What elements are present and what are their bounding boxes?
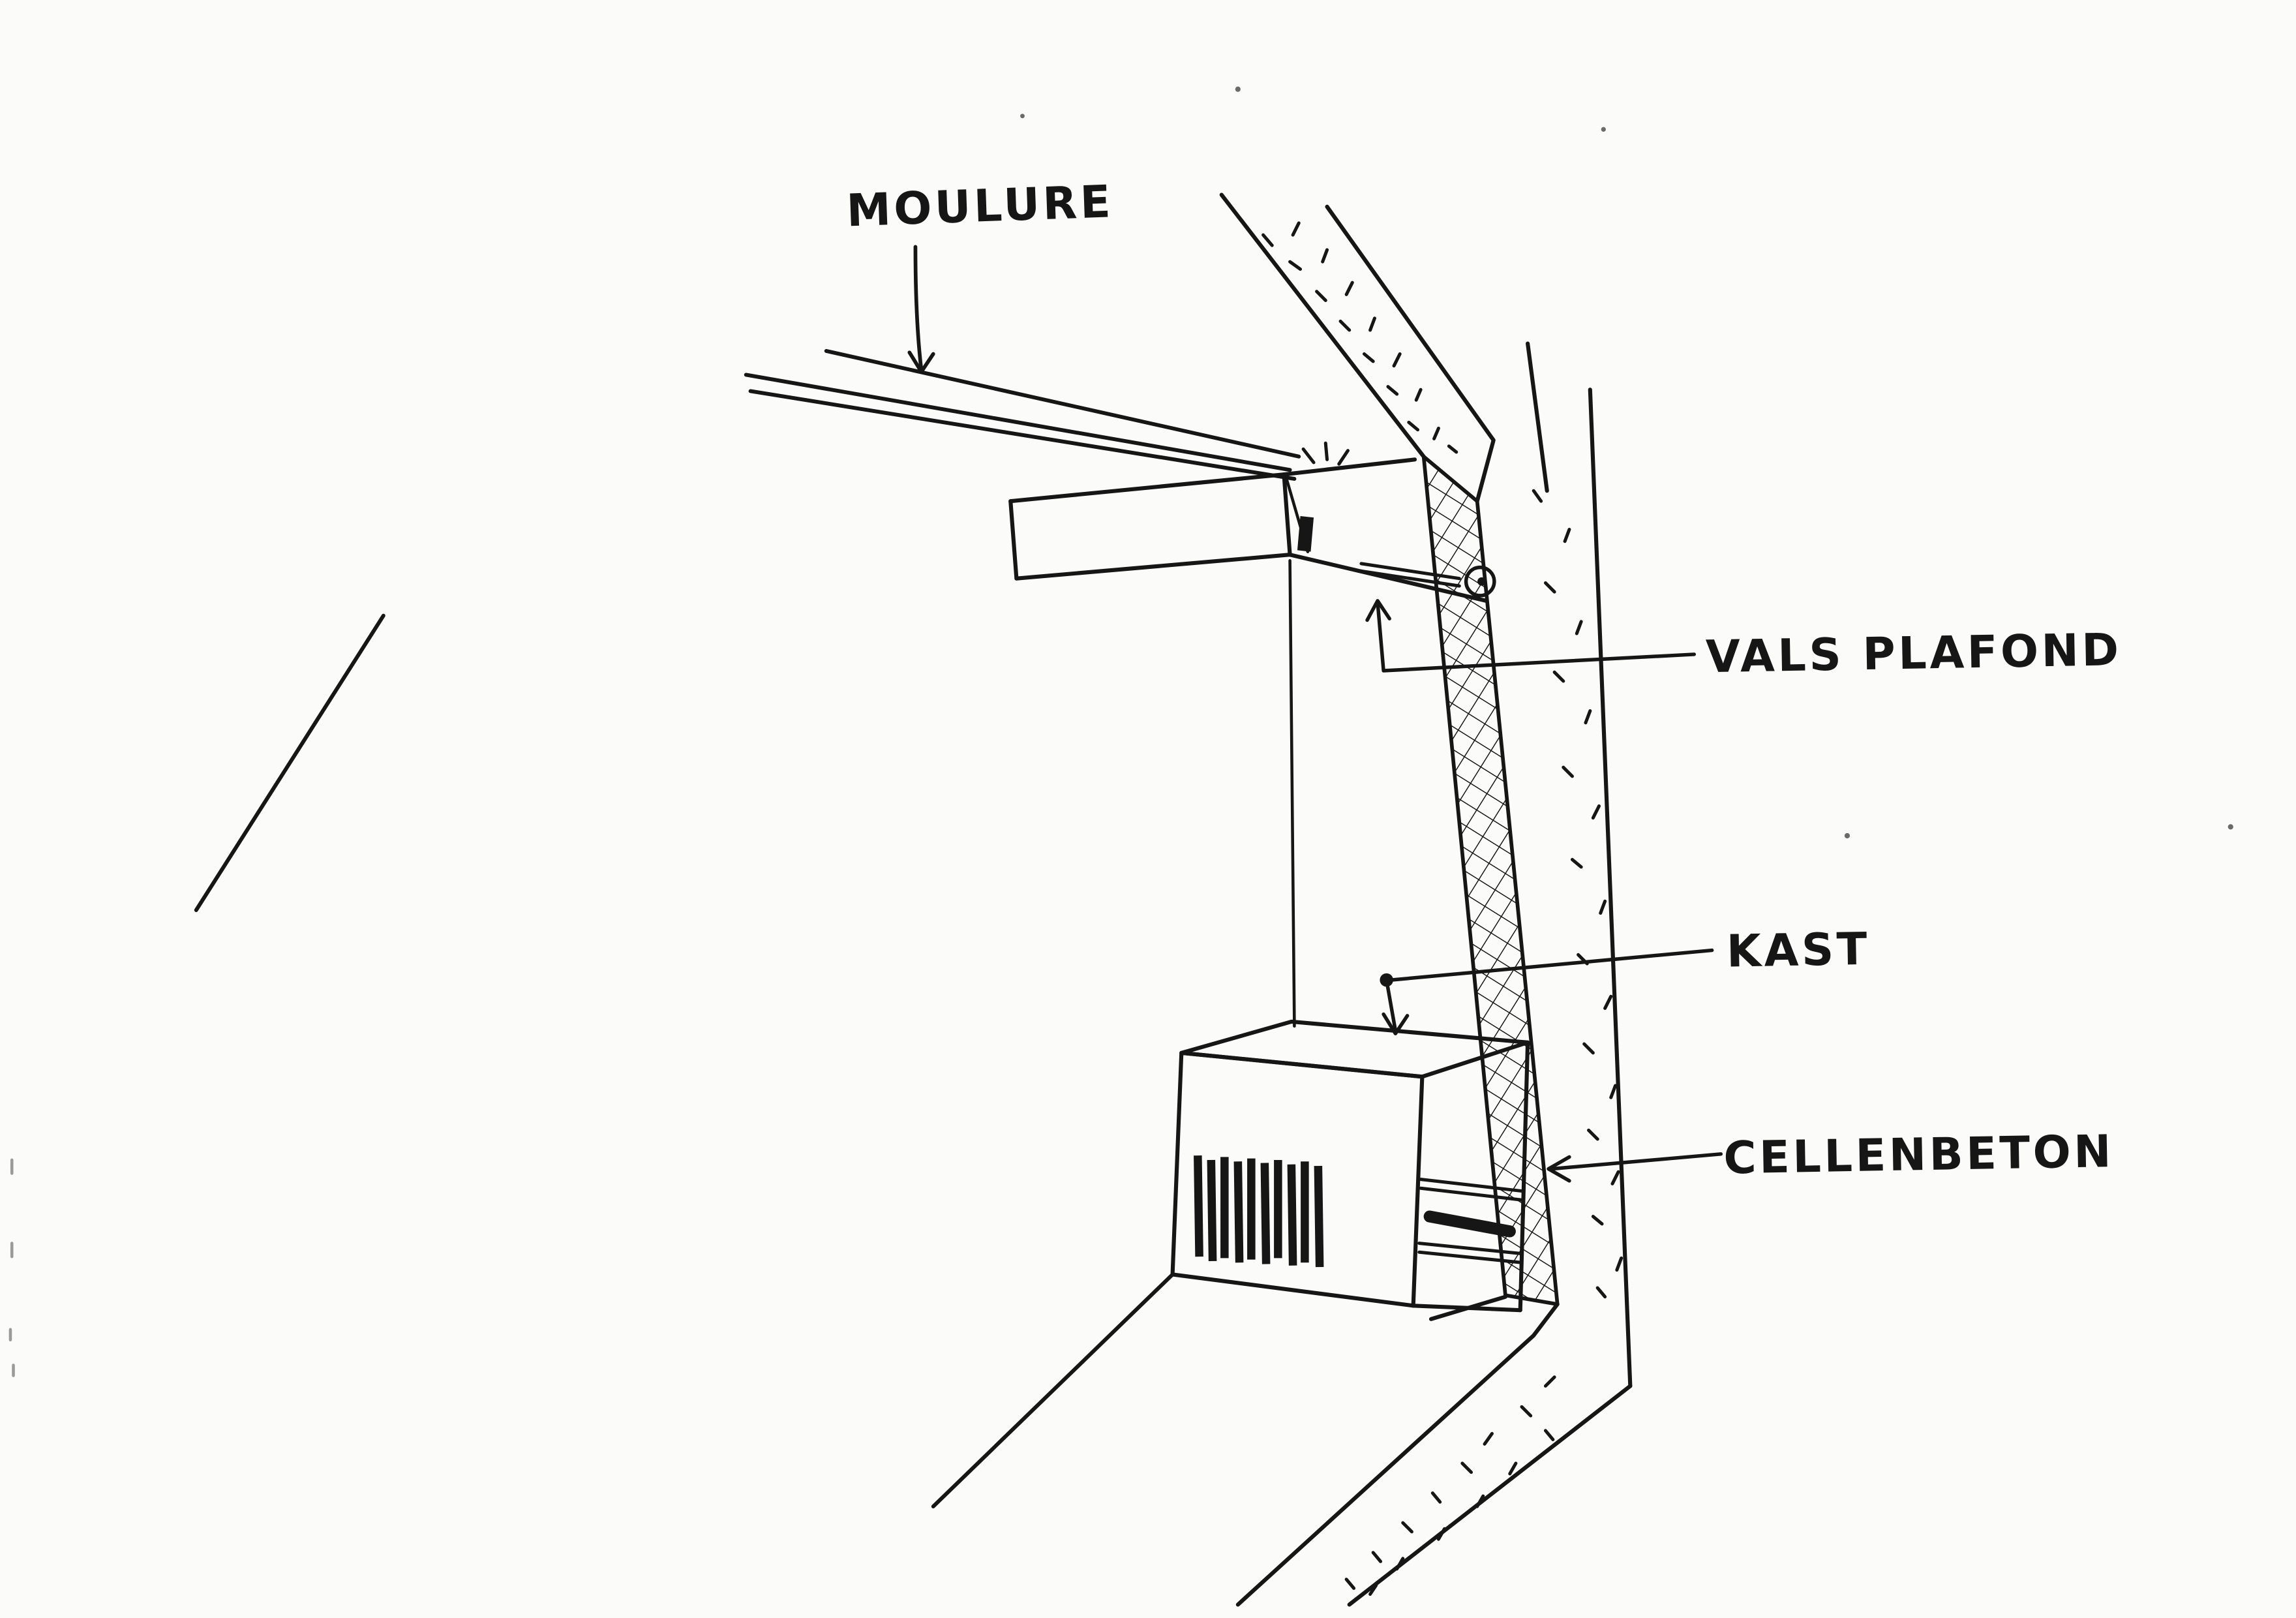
paper-artifacts: [1020, 86, 2233, 839]
cabinet-shelves: [1417, 1178, 1525, 1264]
moulding-line-1: [744, 373, 1292, 472]
ceiling-bracket: [1297, 515, 1314, 552]
interior-corner-line: [1288, 559, 1296, 1028]
annotation-cellenbeton: CELLENBETON: [1547, 1126, 2115, 1184]
stipple-right-wall: [1532, 489, 1624, 1299]
cabinet-shelf-item: [1423, 1210, 1516, 1238]
room-corner-line: [194, 613, 385, 912]
annotation-moulure: MOULURE: [845, 176, 1114, 374]
false-ceiling-box: [1008, 441, 1496, 603]
label-vals-plafond: VALS PLAFOND: [1705, 624, 2122, 683]
wall-lower-outer-edge: [1347, 1384, 1633, 1607]
curtain-rail-rod: [1359, 562, 1461, 588]
moulure-arrowhead: [907, 350, 935, 374]
ceiling-recess-edge: [1288, 553, 1488, 603]
cellenbeton-arrowhead: [1547, 1155, 1571, 1183]
kast-arrowhead: [1382, 1012, 1410, 1035]
label-moulure: MOULURE: [845, 176, 1114, 237]
vent-slats: [1194, 1155, 1324, 1268]
wall-top-edge: [1526, 341, 1549, 493]
concrete-stipple-texture: [1261, 221, 1624, 1596]
moulding-lines: [744, 348, 1301, 481]
paper-speck: [1844, 832, 1850, 839]
wall-upper-outer-edge: [1325, 204, 1496, 504]
ceiling-bottom-edge: [1014, 553, 1292, 581]
floor-line: [931, 1272, 1175, 1509]
paper-speck: [2228, 824, 2233, 830]
annotation-kast: KAST: [1380, 924, 1871, 1035]
annotation-vals-plafond: VALS PLAFOND: [1365, 599, 2122, 683]
paper-speck: [1601, 127, 1606, 132]
light-sparkle-icon: [1301, 441, 1350, 466]
wall-lower-inner-edge: [1235, 1302, 1560, 1607]
vals-plafond-leader-line: [1376, 600, 1697, 673]
kast-cabinet: [1170, 1019, 1530, 1313]
cellenbeton-leader-line: [1549, 1152, 1723, 1171]
ceiling-front-right-edge: [1282, 472, 1292, 557]
label-kast: KAST: [1726, 924, 1870, 978]
wall-section-lines: [1219, 192, 1633, 1607]
paper-speck: [1020, 114, 1025, 119]
ceiling-left-edge: [1008, 499, 1019, 581]
curtain-rail-end-circle: [1464, 565, 1496, 598]
cabinet-rear-right-edge: [1518, 1040, 1530, 1313]
paper-speck: [1235, 86, 1241, 92]
scan-edge-ticks: [8, 1158, 15, 1377]
wall-right-outer-edge: [1588, 388, 1633, 1388]
wall-upper-inner-edge: [1219, 192, 1426, 459]
cabinet-right-bottom-edge: [1411, 1304, 1522, 1313]
moulure-arrow-line: [913, 245, 924, 373]
moulding-line-2: [748, 389, 1297, 481]
kast-arrow-line: [1384, 978, 1398, 1033]
moulding-line-3: [824, 348, 1301, 459]
stipple-upper-wall: [1261, 221, 1458, 454]
curtain-rail-end-dot: [1477, 577, 1486, 586]
label-cellenbeton: CELLENBETON: [1723, 1126, 2115, 1184]
vals-plafond-arrowhead: [1365, 599, 1391, 622]
kast-leader-line: [1389, 948, 1714, 982]
